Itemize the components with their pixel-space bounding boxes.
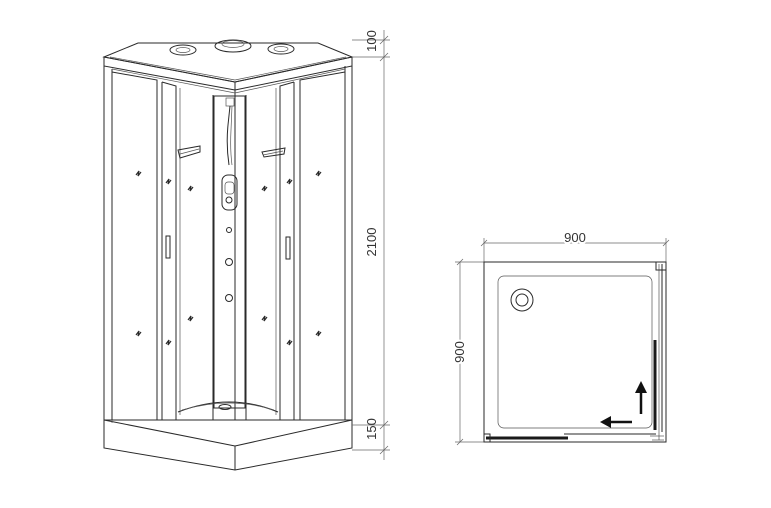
dim-tray-height: 150 xyxy=(364,418,379,440)
glass-decor xyxy=(135,170,322,346)
door-handle-right-icon xyxy=(285,236,291,260)
cabin-plan-view: 900 900 xyxy=(450,228,670,446)
body-jet-icon xyxy=(225,258,233,266)
drain-icon xyxy=(218,404,232,410)
body-jet-icon xyxy=(226,227,232,233)
plan-drain-icon xyxy=(510,288,534,312)
shelves xyxy=(177,145,286,159)
height-dimensions: 100 2100 150 xyxy=(352,30,390,460)
roof-speaker-icon xyxy=(214,39,252,53)
door-handles xyxy=(165,235,291,260)
body-jet-icon xyxy=(225,294,233,302)
dim-top-cap-height: 100 xyxy=(364,30,379,52)
cabin-perspective-view xyxy=(102,39,354,471)
shower-panel xyxy=(213,95,246,409)
dim-plan-width: 900 xyxy=(564,230,586,245)
cabin-frame xyxy=(103,66,353,420)
dim-total-height: 2100 xyxy=(364,228,379,257)
slide-arrow-left-icon xyxy=(600,416,632,428)
slide-arrow-up-icon xyxy=(635,381,647,414)
dim-plan-depth: 900 xyxy=(452,341,467,363)
control-panel-icon xyxy=(221,174,238,211)
door-handle-left-icon xyxy=(165,235,171,259)
tray-interior xyxy=(177,401,279,413)
cabin-roof xyxy=(102,39,354,91)
roof-vent-left-icon xyxy=(169,44,197,56)
shower-tray xyxy=(103,419,353,471)
roof-light-icon xyxy=(267,43,295,55)
